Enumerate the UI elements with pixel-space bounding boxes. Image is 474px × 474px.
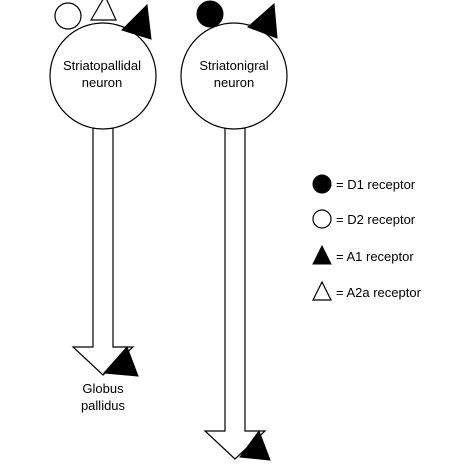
striatonigral-label-line2: neuron bbox=[214, 75, 254, 90]
a1-receptor-icon bbox=[102, 346, 139, 377]
a1-receptor-icon bbox=[239, 429, 271, 461]
filled-triangle-icon bbox=[312, 244, 332, 265]
globus-pallidus-label-line1: Globus bbox=[82, 381, 124, 396]
striatonigral-label-line1: Striatonigral bbox=[199, 58, 268, 73]
globus-pallidus-label-line2: pallidus bbox=[81, 398, 126, 413]
filled-circle-icon bbox=[312, 174, 332, 194]
open-circle-icon bbox=[312, 209, 332, 229]
a2a-receptor-icon bbox=[89, 0, 117, 21]
legend-item-a1: = A1 receptor bbox=[312, 244, 414, 265]
legend: = D1 receptor = D2 receptor = A1 recepto… bbox=[312, 174, 422, 301]
legend-label-d1: = D1 receptor bbox=[336, 177, 416, 192]
legend-item-d1: = D1 receptor bbox=[312, 174, 416, 194]
striatonigral-cell-body bbox=[180, 22, 288, 130]
legend-label-a1: = A1 receptor bbox=[336, 249, 414, 264]
striatopallidal-axon-arrow bbox=[71, 127, 135, 376]
d1-receptor-icon bbox=[196, 0, 224, 28]
legend-label-a2a: = A2a receptor bbox=[336, 285, 422, 300]
striatopallidal-neuron: Striatopallidal neuron Globus pallidus bbox=[49, 0, 157, 413]
striatopallidal-label-line1: Striatopallidal bbox=[63, 58, 141, 73]
legend-item-d2: = D2 receptor bbox=[312, 209, 416, 229]
a1-receptor-icon bbox=[247, 2, 278, 39]
striatonigral-neuron: Striatonigral neuron bbox=[180, 0, 288, 461]
striatonigral-axon-arrow bbox=[203, 127, 267, 460]
striatopallidal-label-line2: neuron bbox=[82, 75, 122, 90]
legend-label-d2: = D2 receptor bbox=[336, 212, 416, 227]
legend-item-a2a: = A2a receptor bbox=[312, 280, 422, 301]
d2-receptor-icon bbox=[54, 2, 82, 30]
open-triangle-icon bbox=[312, 280, 332, 301]
striatopallidal-cell-body bbox=[49, 22, 157, 130]
a1-receptor-icon bbox=[121, 3, 152, 40]
